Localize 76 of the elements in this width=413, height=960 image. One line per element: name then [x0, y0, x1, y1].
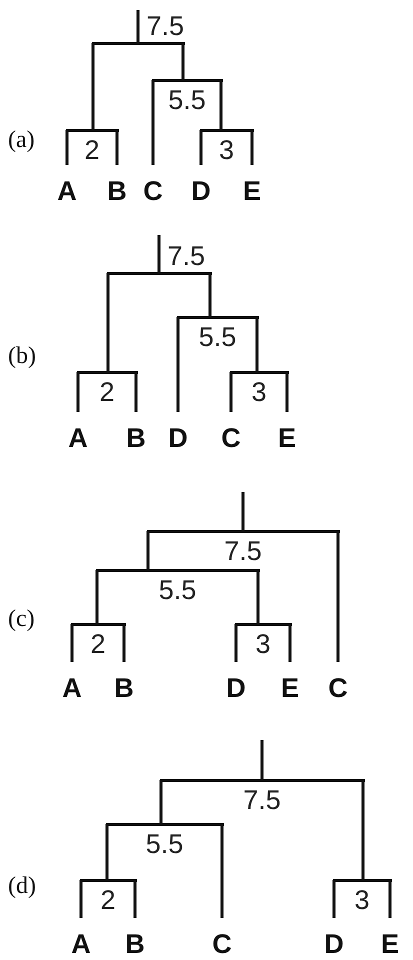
branch-line [106, 824, 108, 880]
branch-line [362, 780, 364, 880]
branch-line [230, 372, 232, 412]
branch-line [80, 880, 82, 918]
branch-line [76, 372, 80, 412]
cluster-node: 2 [70, 622, 126, 656]
branch-line [286, 372, 288, 412]
root-line [242, 492, 244, 531]
leaf-label: E [275, 662, 305, 702]
leaf-label: C [323, 662, 353, 702]
branch-line [96, 570, 98, 624]
panel-label: (d) [8, 874, 36, 898]
branch-line [134, 372, 138, 412]
branch-line [256, 570, 260, 624]
branch-line [256, 317, 258, 372]
branch-line [134, 880, 136, 918]
leaf-label: E [375, 918, 405, 958]
cluster-node: 7.5 [106, 240, 212, 274]
leaf-label: D [319, 918, 349, 958]
panel-label: (b) [8, 344, 36, 368]
leaf-label: C [138, 165, 168, 205]
branch-line [220, 80, 222, 130]
panel-label: (a) [8, 128, 35, 152]
leaf-label: E [272, 412, 302, 452]
branch-line [70, 624, 74, 662]
cluster-node: 7.5 [92, 10, 184, 44]
leaf-label: B [120, 918, 150, 958]
panel-label: (c) [8, 607, 35, 631]
cluster-node: 5.5 [106, 822, 224, 856]
cluster-node: 7.5 [146, 530, 340, 564]
root-line [136, 10, 140, 43]
leaf-label: C [207, 918, 237, 958]
leaf-label: D [163, 412, 193, 452]
leaf-label: A [57, 662, 87, 702]
branch-line [220, 824, 224, 918]
leaf-label: B [121, 412, 151, 452]
branch-line [288, 624, 292, 662]
branch-line [234, 624, 238, 662]
branch-line [146, 531, 150, 570]
cluster-node: 7.5 [160, 778, 364, 812]
cluster-node: 3 [234, 622, 292, 656]
branch-line [116, 130, 118, 165]
branch-line [250, 130, 254, 165]
branch-line [160, 780, 162, 824]
branch-line [92, 43, 94, 130]
leaf-label: A [63, 412, 93, 452]
leaf-label: D [186, 165, 216, 205]
leaf-label: D [221, 662, 251, 702]
cluster-node: 2 [76, 370, 138, 404]
branch-line [182, 43, 184, 80]
leaf-label: B [109, 662, 139, 702]
cluster-node: 2 [80, 878, 136, 912]
branch-line [122, 624, 126, 662]
cluster-node: 3 [332, 878, 392, 912]
cluster-node: 5.5 [96, 568, 260, 602]
branch-line [208, 273, 212, 317]
root-line [158, 235, 160, 273]
branch-line [332, 880, 336, 918]
root-line [260, 740, 264, 780]
cluster-node: 5.5 [152, 78, 222, 112]
leaf-label: A [66, 918, 96, 958]
branch-line [66, 130, 68, 165]
cluster-node: 3 [200, 128, 254, 162]
branch-line [388, 880, 392, 918]
branch-line [176, 317, 180, 412]
branch-line [106, 273, 110, 372]
branch-line [152, 80, 154, 165]
cluster-node: 5.5 [176, 316, 258, 350]
leaf-label: C [216, 412, 246, 452]
leaf-label: A [52, 165, 82, 205]
leaf-label: B [102, 165, 132, 205]
branch-line [200, 130, 202, 165]
leaf-label: E [237, 165, 267, 205]
branch-line [336, 531, 340, 662]
cluster-node: 3 [230, 370, 288, 404]
cluster-node: 2 [66, 128, 118, 162]
